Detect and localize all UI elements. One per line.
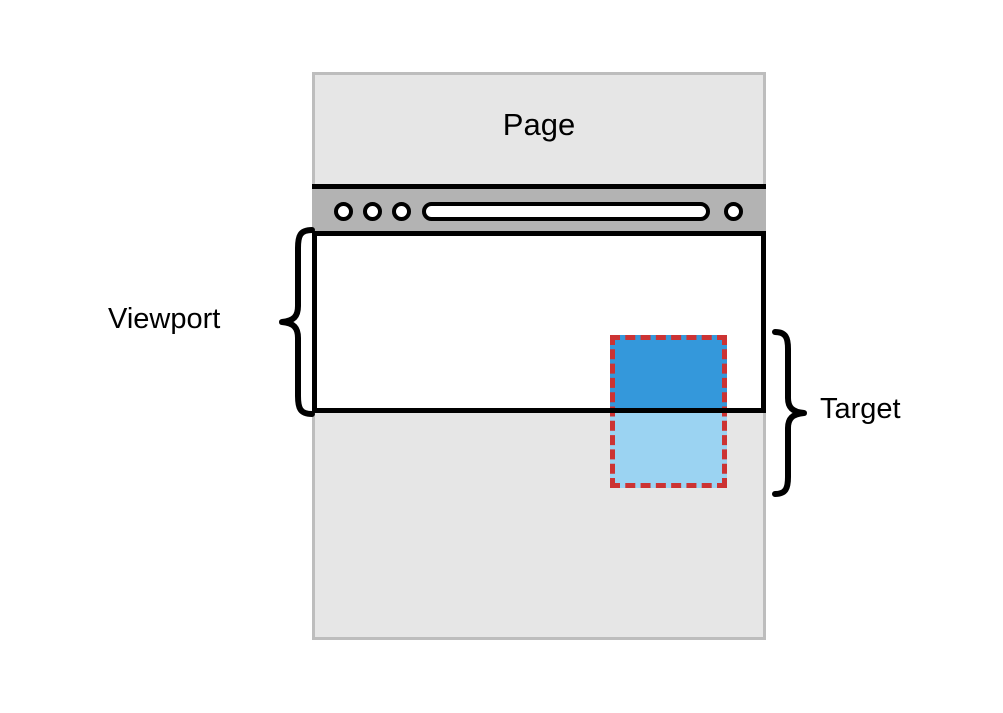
target-rectangle (610, 335, 727, 488)
browser-chrome-bar (312, 184, 766, 236)
viewport-brace-icon (276, 226, 316, 418)
traffic-light-dot-icon (363, 202, 382, 221)
target-label: Target (820, 393, 901, 425)
target-brace-icon (770, 328, 810, 498)
viewport-right-edge (761, 231, 766, 413)
traffic-light-dot-icon (334, 202, 353, 221)
address-bar (422, 202, 710, 221)
traffic-light-dot-icon (392, 202, 411, 221)
page-title: Page (502, 107, 576, 142)
viewport-bottom-edge (312, 408, 766, 413)
target-visible-portion (610, 335, 727, 410)
menu-dot-icon (724, 202, 743, 221)
target-offscreen-portion (610, 410, 727, 488)
viewport-label: Viewport (108, 303, 221, 335)
